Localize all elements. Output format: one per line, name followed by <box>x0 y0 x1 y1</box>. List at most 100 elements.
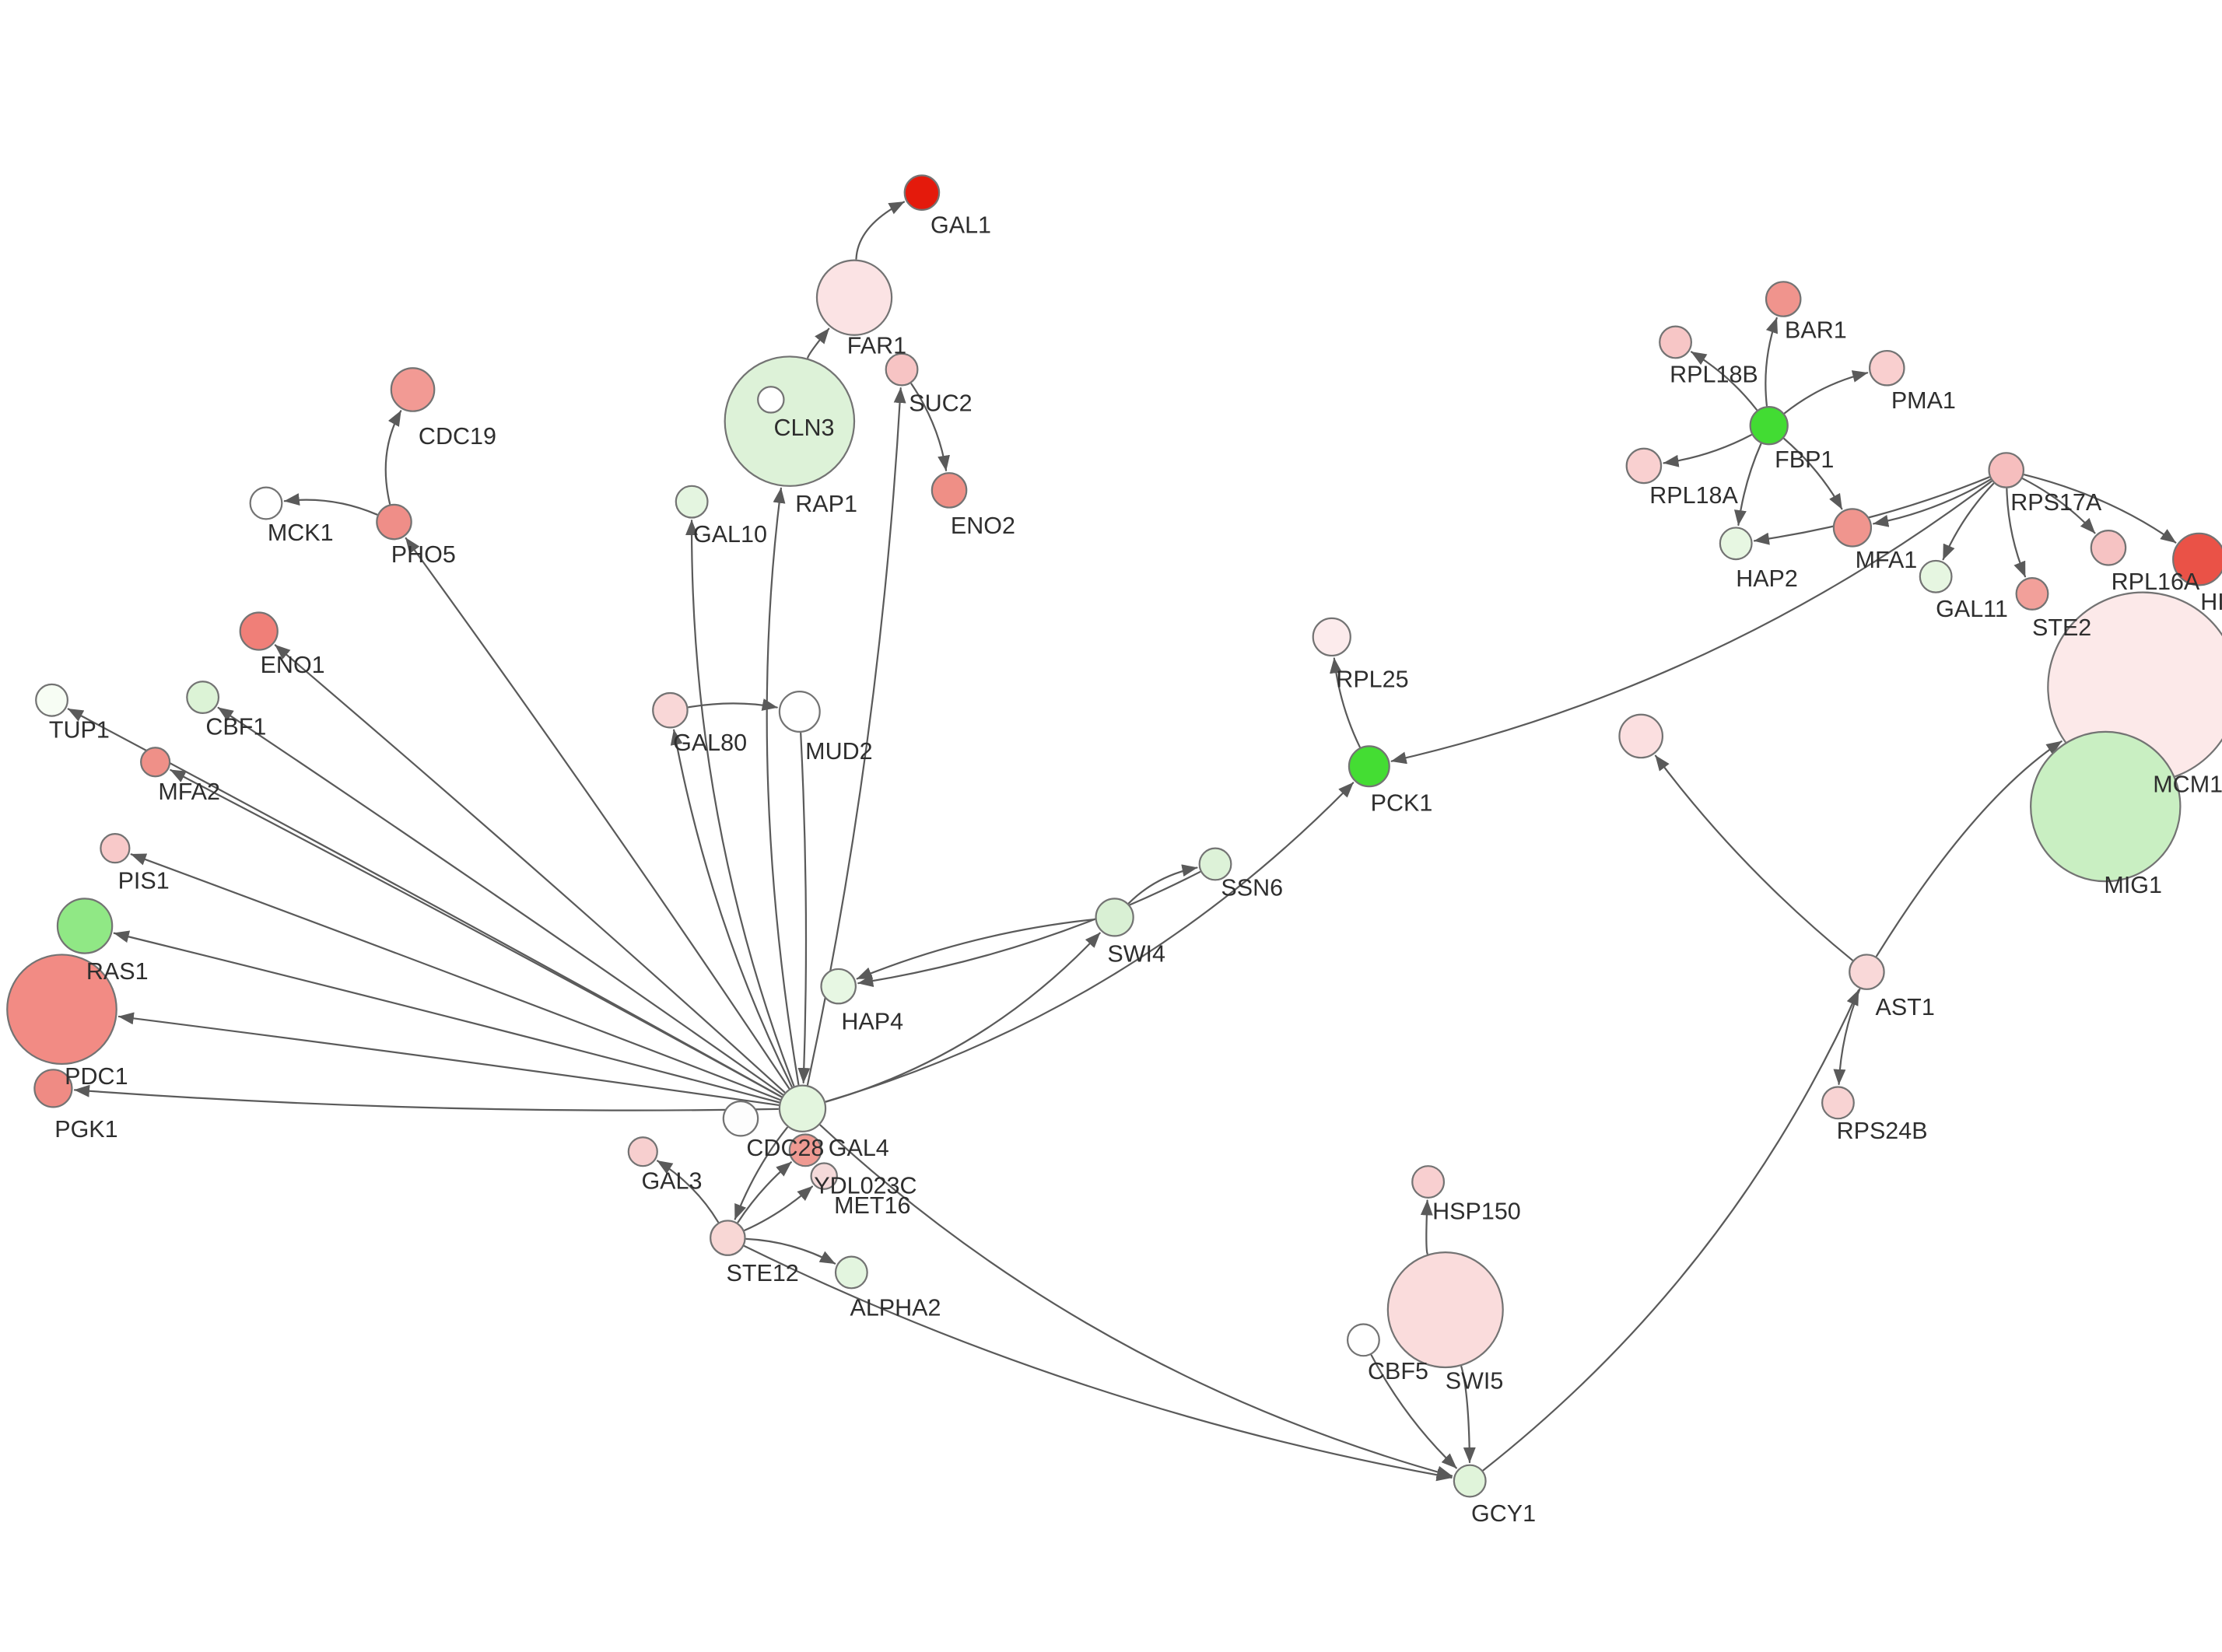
node-cdc28[interactable] <box>722 1100 759 1137</box>
edge-gal4-pdc1[interactable] <box>117 1012 780 1106</box>
node-mfa1[interactable] <box>1832 508 1873 548</box>
node-ast1[interactable] <box>1849 954 1885 990</box>
edge-ste12-alpha2[interactable] <box>745 1237 836 1265</box>
node-eno2[interactable] <box>931 472 968 509</box>
node-rpl25[interactable] <box>1312 617 1351 657</box>
edge-gal4-ste12[interactable] <box>734 1126 788 1220</box>
edge-rps17a-mfa1[interactable] <box>1873 478 1992 527</box>
edge-gal4-gcy1[interactable] <box>819 1124 1453 1479</box>
edge-cbf5-gcy1[interactable] <box>1370 1354 1457 1469</box>
node-alpha2[interactable] <box>834 1255 868 1290</box>
edge-fbp1-bar1[interactable] <box>1765 317 1778 407</box>
edge-fbp1-mfa1[interactable] <box>1783 438 1843 510</box>
node-tup1[interactable] <box>35 683 68 717</box>
node-met16[interactable] <box>810 1162 838 1190</box>
node-pck1[interactable] <box>1348 745 1390 788</box>
edge-gal4-cln3[interactable] <box>766 487 800 1086</box>
edge-gal4-eno1[interactable] <box>274 644 786 1094</box>
node-ste12[interactable] <box>710 1220 746 1256</box>
edge-ast1-mcm1[interactable] <box>1875 740 2063 957</box>
node-pgk1[interactable] <box>33 1069 73 1108</box>
edge-swi5-hsp150[interactable] <box>1420 1199 1433 1255</box>
node-gal3[interactable] <box>627 1136 658 1167</box>
node-hap2[interactable] <box>1719 527 1753 561</box>
node-cbf5[interactable] <box>1346 1323 1380 1357</box>
edge-fbp1-rpl18a[interactable] <box>1663 434 1752 467</box>
node-gcy1[interactable] <box>1453 1464 1487 1498</box>
edge-fbp1-pma1[interactable] <box>1783 370 1869 415</box>
node-fbp1[interactable] <box>1749 406 1789 446</box>
node-mfa2[interactable] <box>140 747 171 778</box>
edge-cln3-far1[interactable] <box>807 327 830 359</box>
node-pho5[interactable] <box>376 503 412 541</box>
node-gal4[interactable] <box>778 1084 827 1132</box>
node-rpl16a[interactable] <box>2090 530 2127 566</box>
node-unk1[interactable] <box>1618 713 1664 759</box>
node-cln3[interactable] <box>724 355 856 487</box>
node-hsp150[interactable] <box>1411 1165 1446 1199</box>
node-ras1[interactable] <box>56 898 114 954</box>
node-rpl18b[interactable] <box>1659 325 1692 359</box>
edge-pho5-cdc19[interactable] <box>384 410 402 505</box>
edge-rps17a-gal11[interactable] <box>1942 482 1995 561</box>
edge-mud2-gal4[interactable] <box>797 732 811 1084</box>
edge-suc2-eno2[interactable] <box>910 383 950 471</box>
edge-gal4-pgk1[interactable] <box>73 1084 780 1111</box>
node-ydl023c[interactable] <box>788 1133 822 1167</box>
edge-ssn6-hap4[interactable] <box>857 870 1201 988</box>
edge-far1-gal1[interactable] <box>855 201 906 260</box>
edge-ste12-gal3[interactable] <box>656 1160 720 1223</box>
edge-fbp1-rpl18b[interactable] <box>1690 351 1758 411</box>
edge-pck1-rpl25[interactable] <box>1330 657 1361 748</box>
edge-swi4-hap4[interactable] <box>856 918 1095 980</box>
node-pis1[interactable] <box>100 833 131 864</box>
edge-gal4-cbf1[interactable] <box>217 706 783 1096</box>
node-gal80[interactable] <box>652 691 689 729</box>
node-swi5[interactable] <box>1386 1251 1504 1369</box>
edge-gal4-gal80[interactable] <box>670 729 793 1088</box>
node-mck1[interactable] <box>249 486 283 520</box>
edge-rps17a-his4[interactable] <box>2023 474 2177 544</box>
node-his4[interactable] <box>2172 532 2222 586</box>
node-gal1[interactable] <box>903 174 941 212</box>
node-hap4[interactable] <box>820 968 857 1005</box>
node-mud2[interactable] <box>778 691 821 733</box>
edge-ste12-met16[interactable] <box>744 1185 814 1231</box>
node-rps17a[interactable] <box>1988 452 2025 488</box>
edge-rps17a-ste2[interactable] <box>2006 488 2027 578</box>
edge-gal80-mud2[interactable] <box>688 698 778 711</box>
edge-rps17a-rpl16a[interactable] <box>2021 478 2096 534</box>
edge-rps17a-pck1[interactable] <box>1390 480 1992 765</box>
edge-fbp1-hap2[interactable] <box>1734 443 1762 527</box>
node-far1[interactable] <box>815 259 893 336</box>
node-gal10[interactable] <box>675 485 709 519</box>
edge-ast1-rps24b[interactable] <box>1833 988 1861 1085</box>
node-pma1[interactable] <box>1868 349 1905 387</box>
edge-gal4-mfa2[interactable] <box>170 768 783 1098</box>
node-cbf1[interactable] <box>186 681 220 714</box>
node-suc2[interactable] <box>885 352 919 387</box>
node-gal11[interactable] <box>1919 559 1953 593</box>
node-ste2[interactable] <box>2015 577 2049 611</box>
edge-gal4-gal10[interactable] <box>685 520 795 1087</box>
edge-pho5-mck1[interactable] <box>283 493 378 516</box>
node-mig1[interactable] <box>2030 730 2182 883</box>
edge-gal4-pck1[interactable] <box>825 782 1355 1103</box>
edge-gal4-ras1[interactable] <box>113 930 780 1104</box>
node-ssn6[interactable] <box>1198 847 1232 881</box>
node-eno1[interactable] <box>239 611 279 651</box>
node-rap1[interactable] <box>757 386 785 414</box>
node-bar1[interactable] <box>1765 281 1802 317</box>
edge-gal4-pis1[interactable] <box>130 853 781 1101</box>
edge-gcy1-ast1[interactable] <box>1482 989 1859 1472</box>
edge-ast1-unk1[interactable] <box>1654 754 1853 961</box>
edge-swi4-ssn6[interactable] <box>1127 864 1198 905</box>
node-pdc1[interactable] <box>6 954 117 1066</box>
node-rpl18a[interactable] <box>1625 447 1663 485</box>
node-swi4[interactable] <box>1095 898 1134 937</box>
node-cdc19[interactable] <box>390 367 436 412</box>
edge-gal4-pho5[interactable] <box>405 537 790 1090</box>
node-rps24b[interactable] <box>1821 1086 1855 1120</box>
edge-swi5-gcy1[interactable] <box>1460 1365 1476 1464</box>
edge-ste12-gcy1[interactable] <box>743 1245 1453 1482</box>
